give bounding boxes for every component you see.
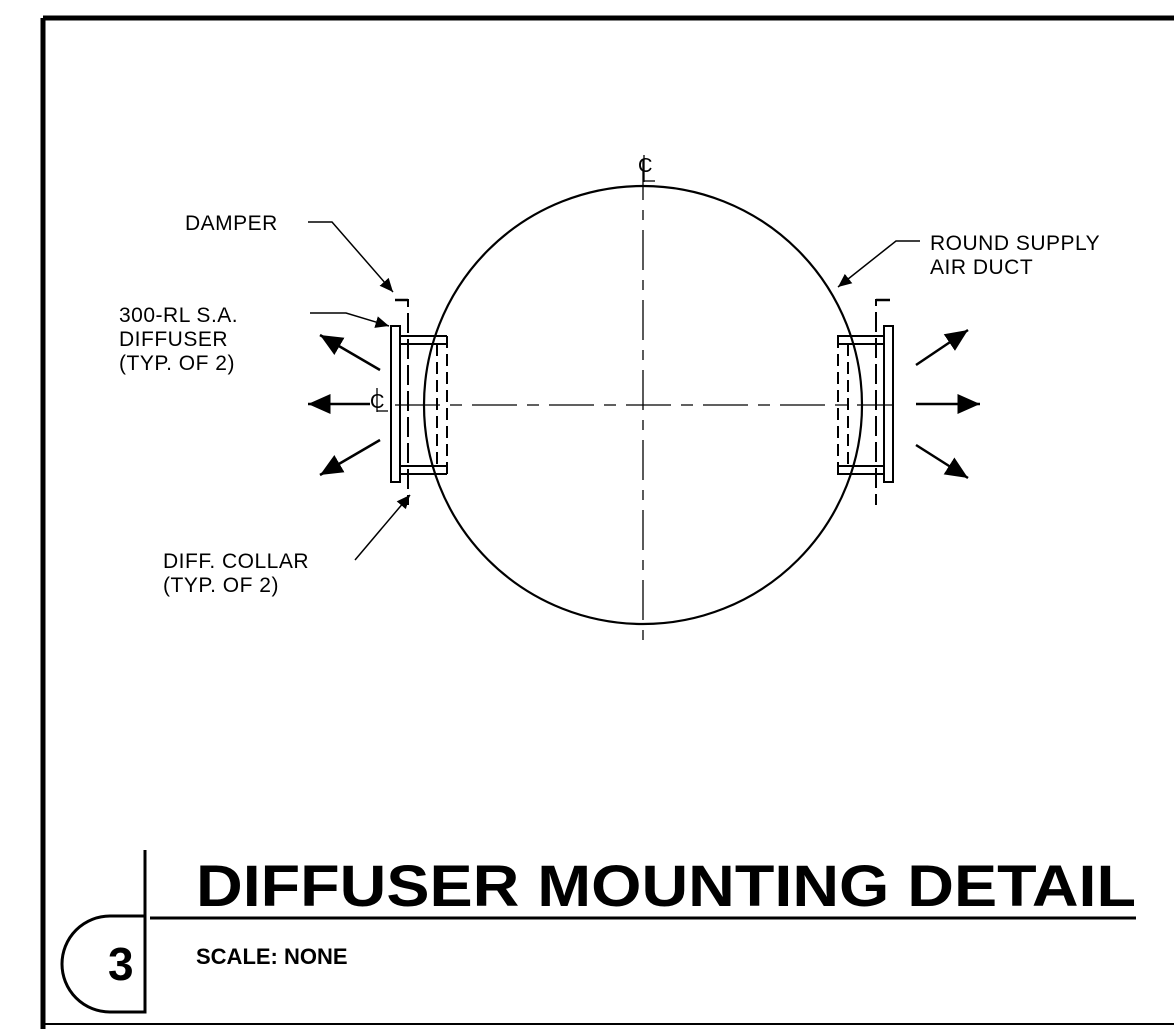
diffuser-leader [310,312,390,328]
collar-leader [354,494,411,561]
leader-lines [308,221,920,561]
detail-number-bubble [60,914,147,1014]
diffuser-label-line3: (TYP. OF 2) [119,352,235,375]
centerline-top-label: C [638,155,652,177]
detail-title: DIFFUSER MOUNTING DETAIL [196,854,1136,919]
diffuser-label-line2: DIFFUSER [119,328,228,351]
detail-title-block: 3 DIFFUSER MOUNTING DETAIL SCALE: NONE [60,850,1136,1014]
centerline-symbol-top: C [638,155,655,182]
left-diffuser-assembly [390,298,448,505]
collar-label-line1: DIFF. COLLAR [163,550,309,573]
round-supply-duct [422,184,864,626]
right-air-up-arrow [915,328,969,367]
left-air-up-arrow [319,333,381,372]
right-air-down-arrow [915,443,969,480]
centerline-symbol-left: C [370,388,388,413]
damper-label: DAMPER [185,212,278,235]
detail-scale: SCALE: NONE [196,944,348,969]
centerlines [395,160,892,650]
left-air-down-arrow [319,438,381,477]
airflow-arrows [308,328,980,480]
detail-number: 3 [108,938,134,990]
left-diffuser-plate [390,325,401,483]
collar-label-line2: (TYP. OF 2) [163,574,279,597]
diffuser-label-line1: 300-RL S.A. [119,304,238,327]
damper-leader [308,221,394,293]
right-diffuser-plate [883,325,894,483]
duct-label-line2: AIR DUCT [930,256,1033,279]
duct-label-line1: ROUND SUPPLY [930,232,1100,255]
duct-leader [837,240,920,288]
sheet-border [40,15,1174,1029]
right-diffuser-assembly [837,298,894,505]
